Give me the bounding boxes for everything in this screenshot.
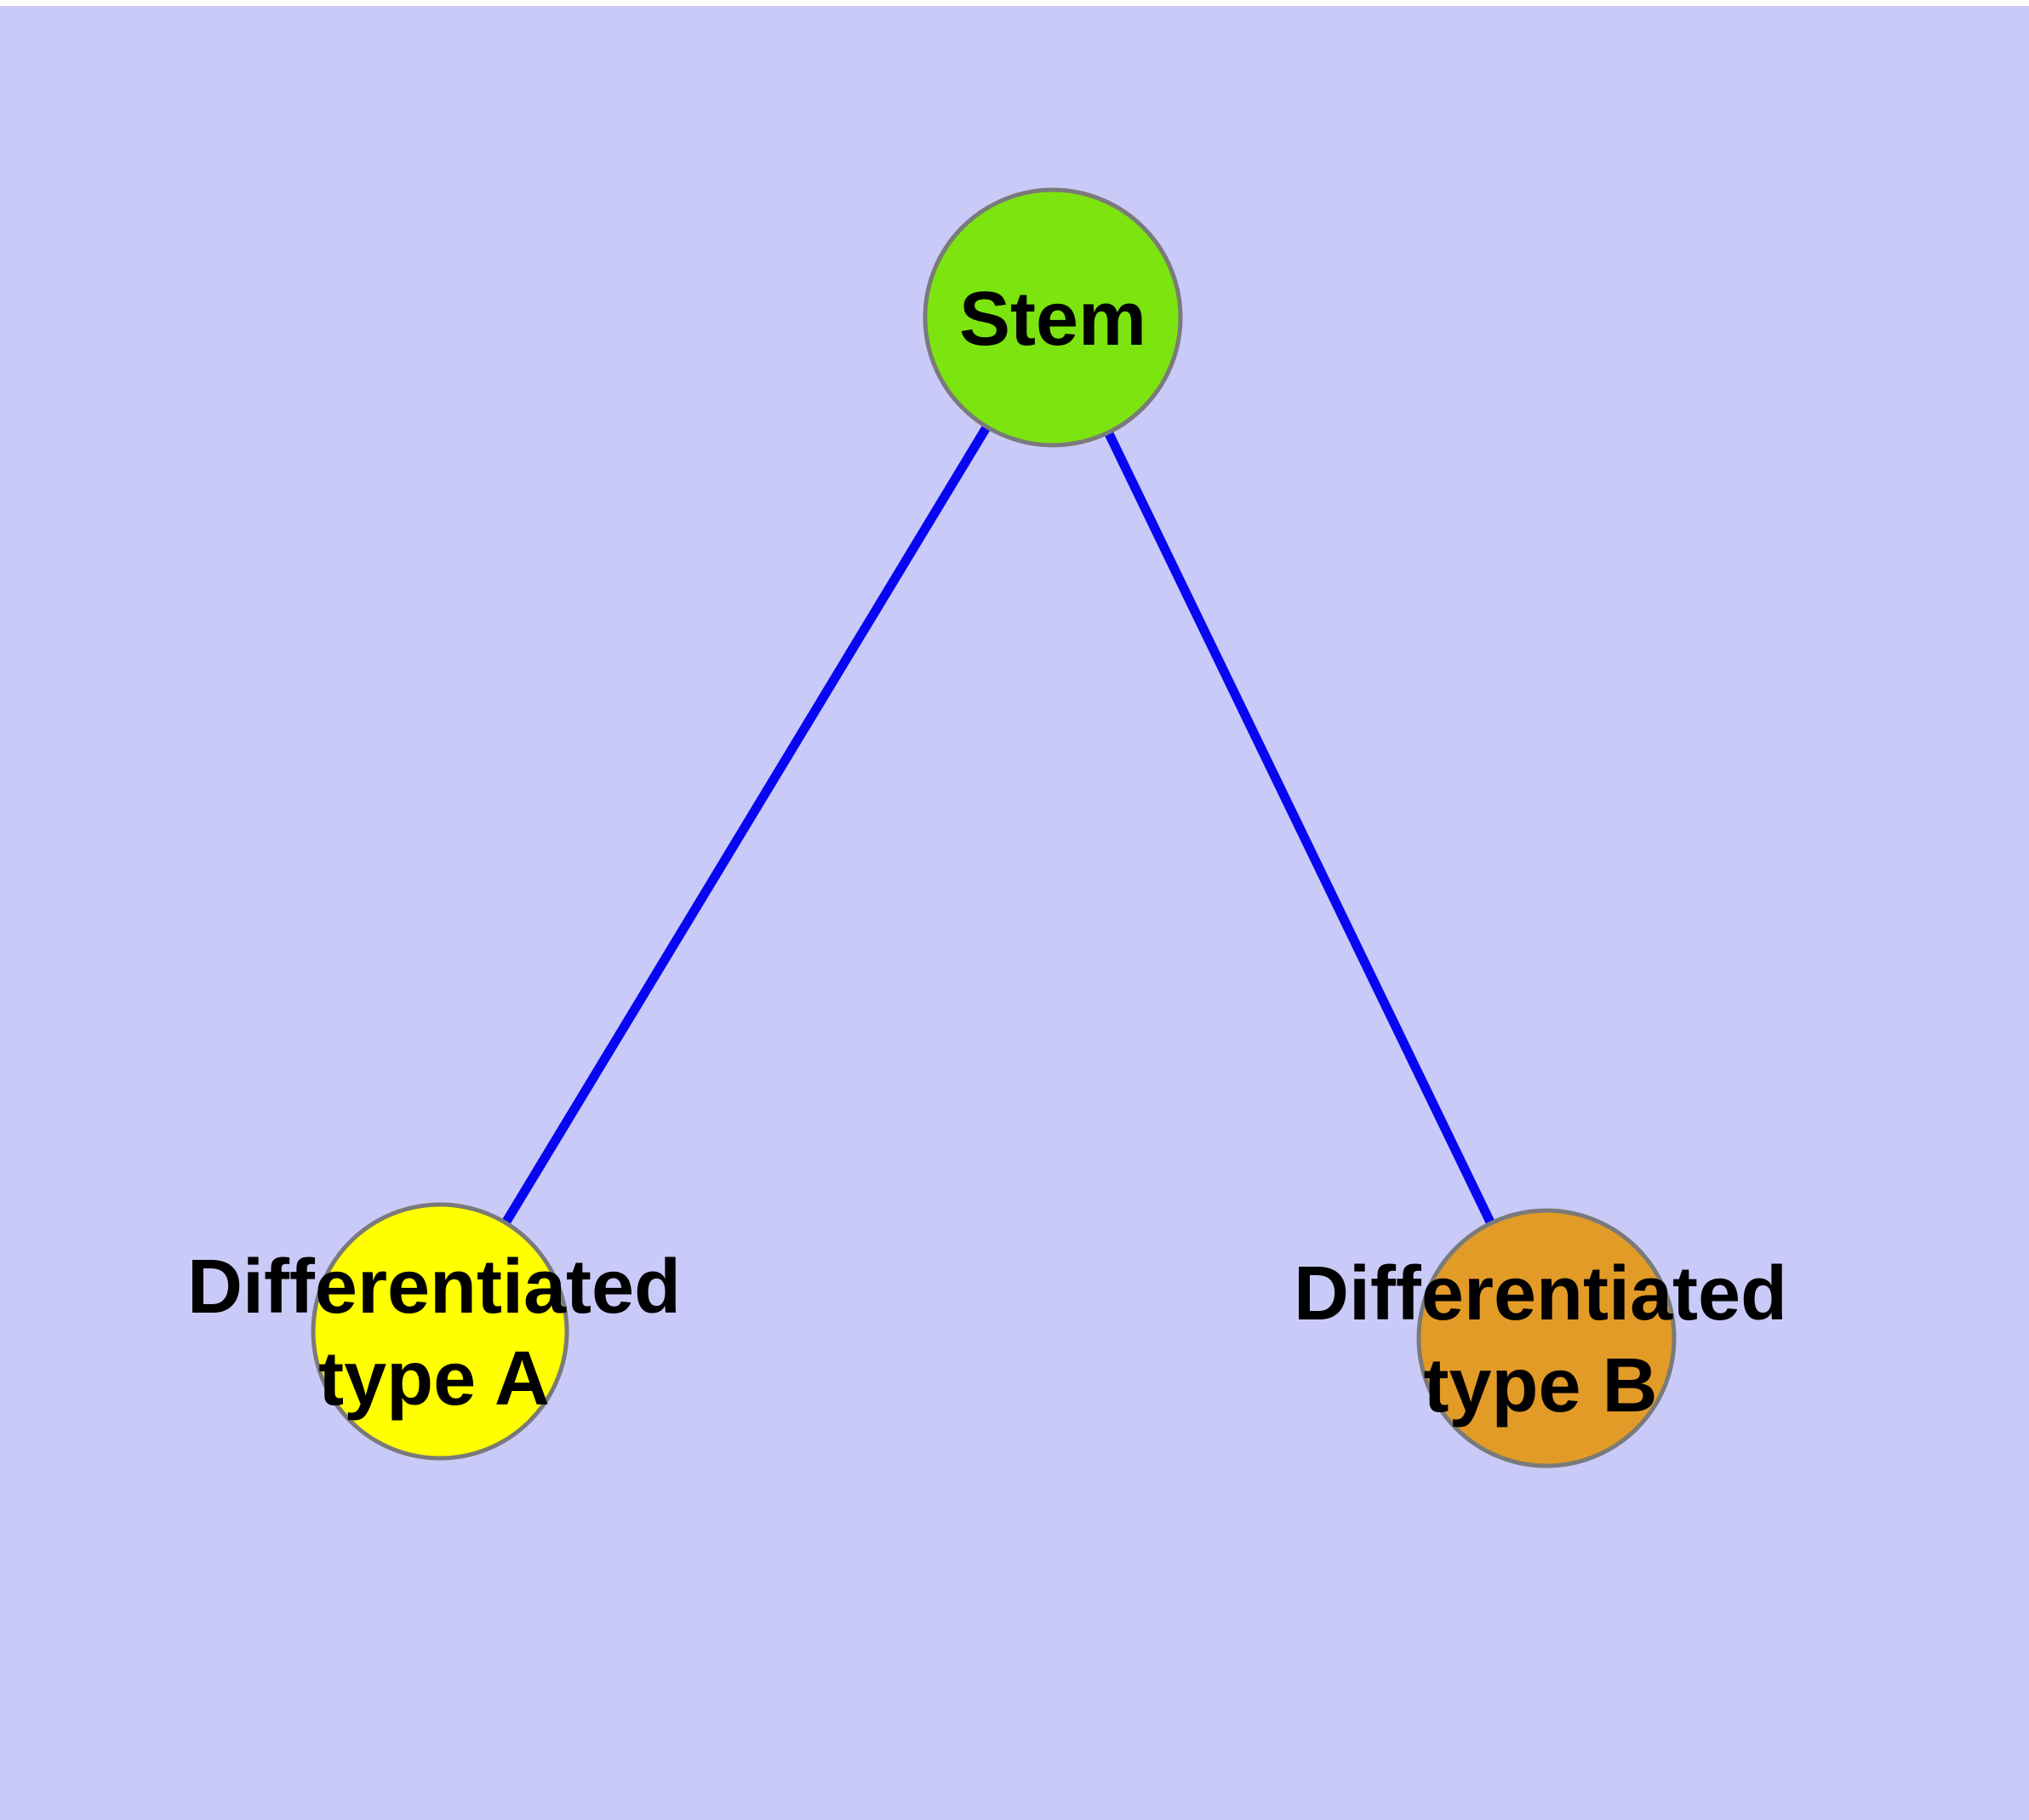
node-differentiated-type-b[interactable]: Differentiated type B [1294, 1208, 1787, 1468]
node-stem-circle[interactable] [923, 187, 1183, 448]
node-stem[interactable]: Stem [923, 187, 1183, 448]
node-differentiated-type-b-label-line1: Differentiated [1294, 1251, 1787, 1336]
node-differentiated-type-a[interactable]: Differentiated type A [187, 1202, 681, 1461]
node-differentiated-type-b-circle[interactable] [1416, 1208, 1677, 1468]
edge-stem-to-type-a [436, 315, 1057, 1334]
node-differentiated-type-a-circle[interactable] [311, 1202, 569, 1461]
edge-stem-to-type-b [1049, 315, 1551, 1341]
node-differentiated-type-a-label-line1: Differentiated [187, 1245, 681, 1330]
node-differentiated-type-a-label-line2: type A [318, 1336, 550, 1422]
node-differentiated-type-b-label-line2: type B [1423, 1343, 1657, 1428]
node-stem-label: Stem [959, 277, 1146, 362]
